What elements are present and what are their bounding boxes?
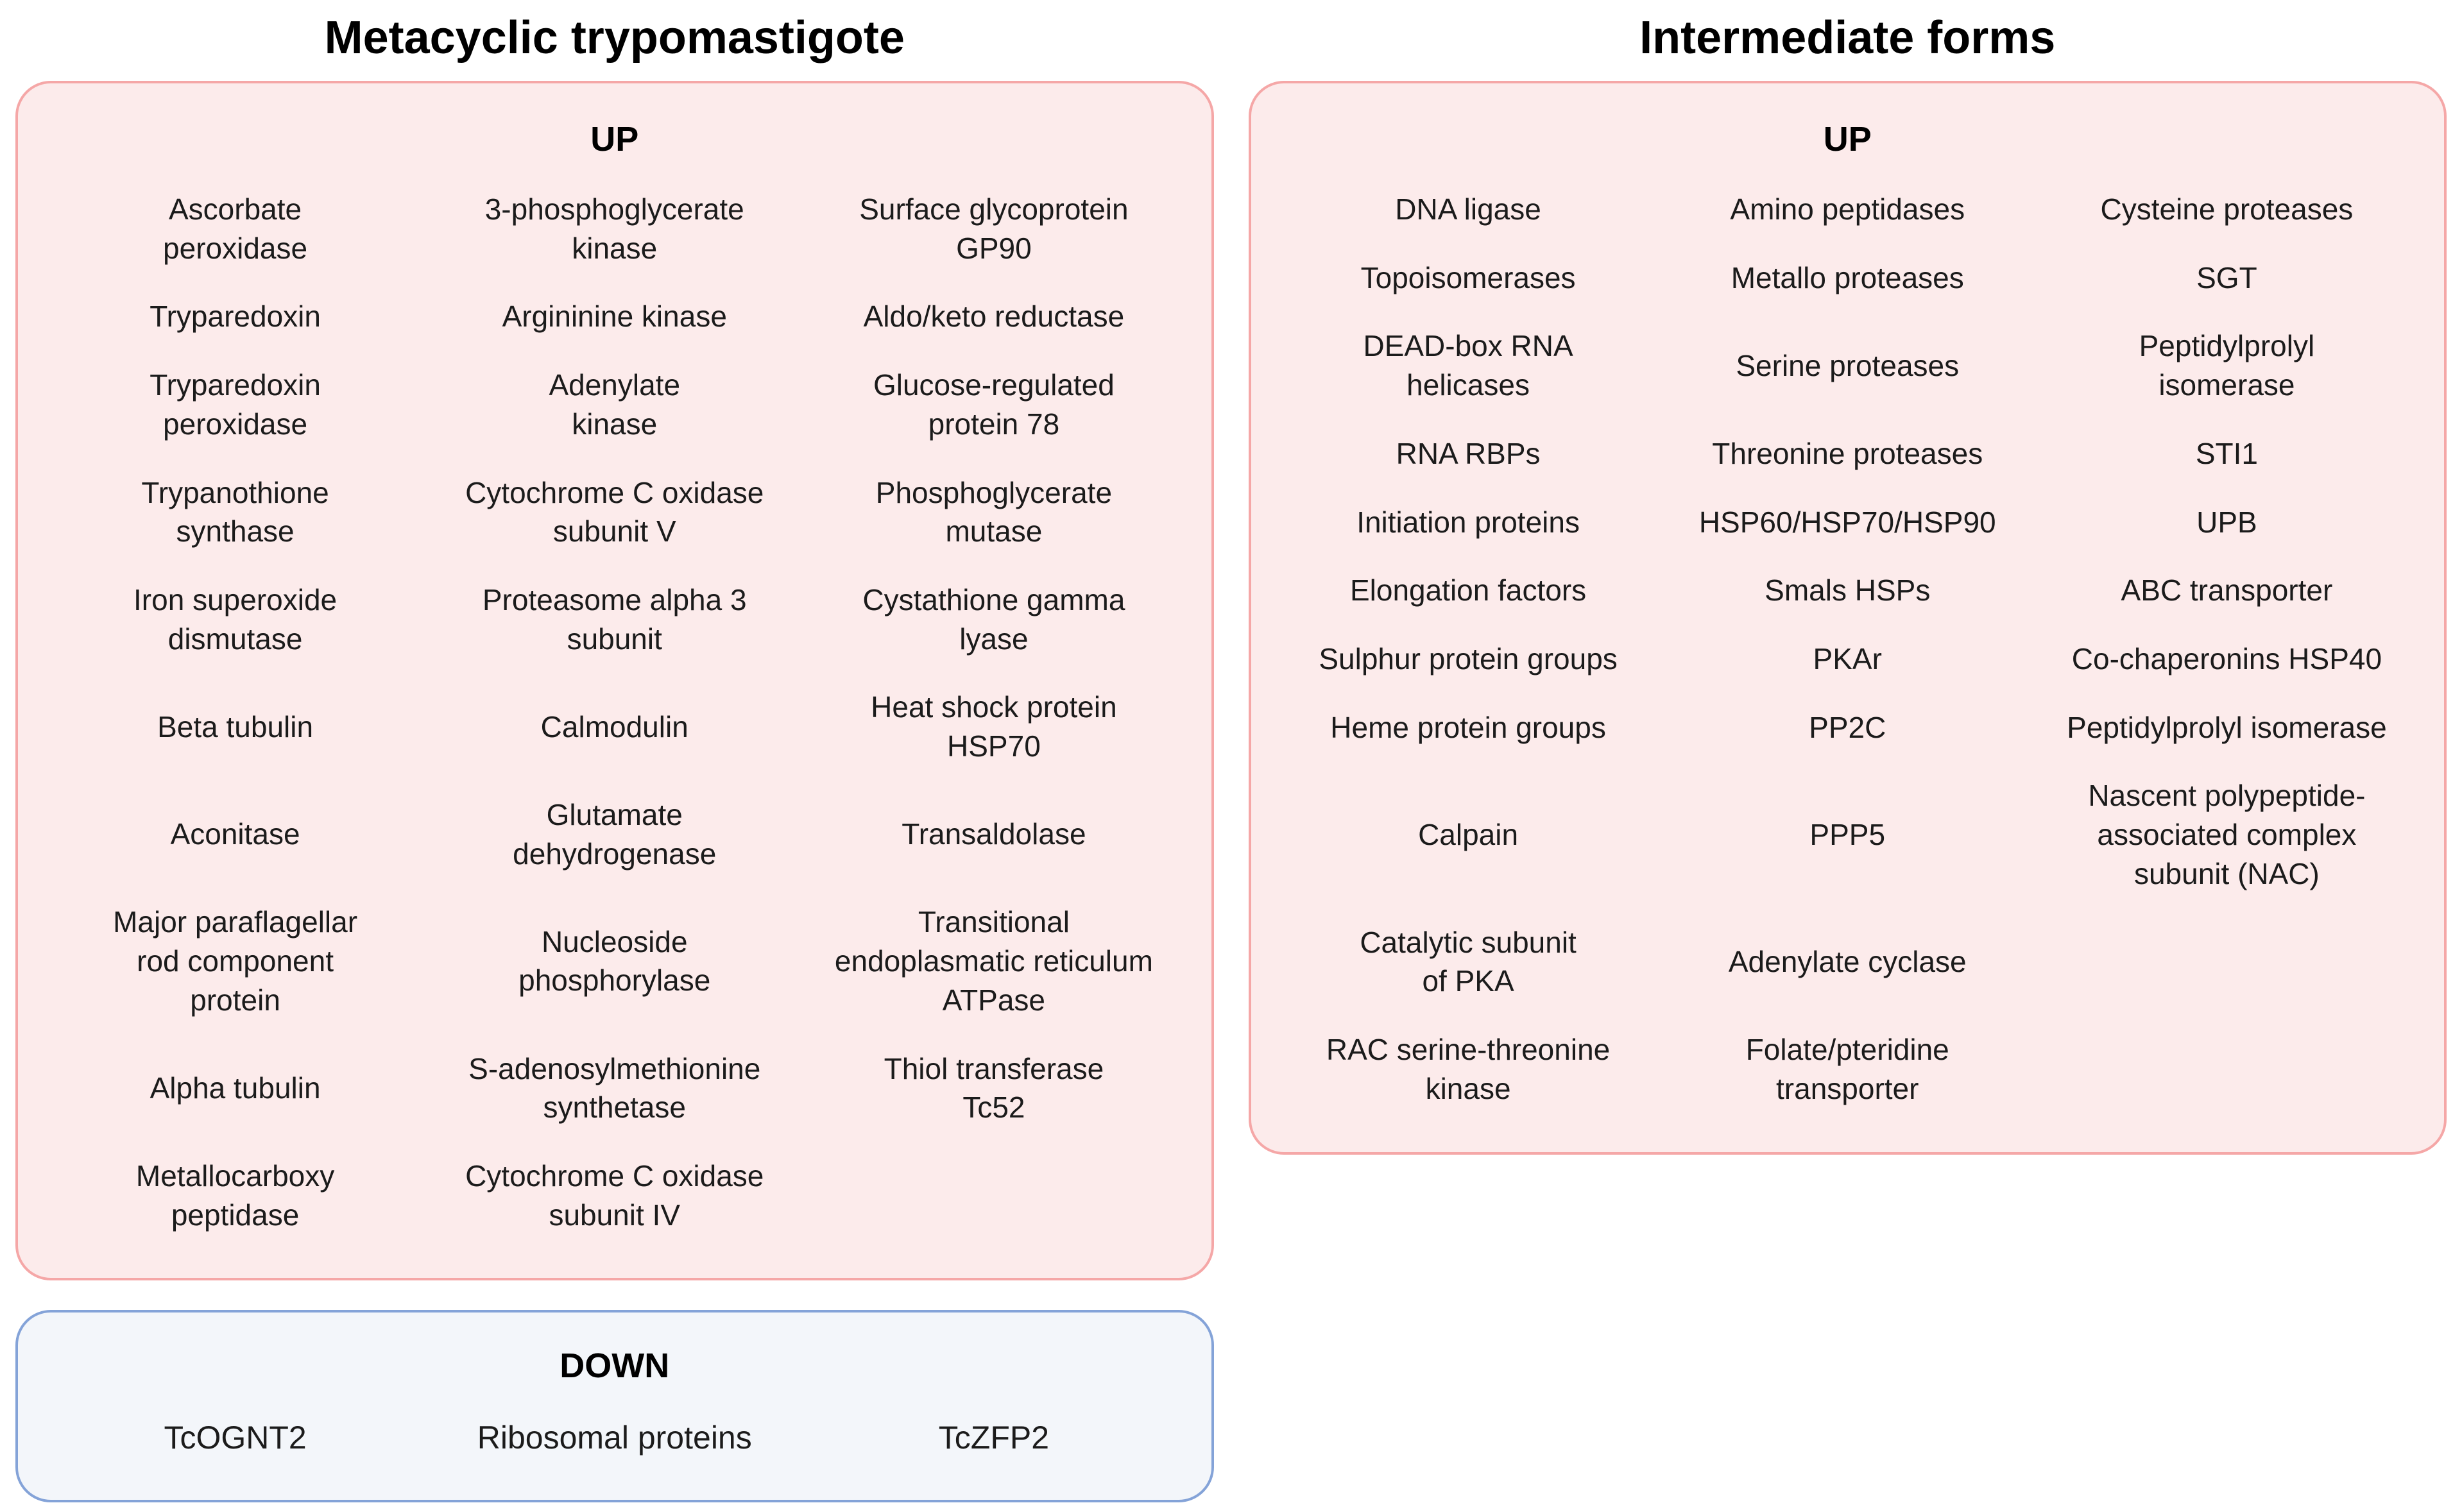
metacyclic-down-grid: TcOGNT2 Ribosomal proteins TcZFP2 [53, 1416, 1176, 1459]
protein-item: Ascorbate peroxidase [163, 192, 308, 265]
protein-item: RAC serine-threonine kinase [1326, 1033, 1611, 1105]
protein-item: Aconitase [170, 817, 300, 851]
protein-item: Calmodulin [540, 709, 688, 743]
protein-item: Glucose-regulated protein 78 [873, 368, 1115, 441]
intermediate-up-box: UP DNA ligase Amino peptidases Cysteine pr… [1248, 81, 2447, 1155]
protein-item: DEAD-box RNA helicases [1363, 329, 1573, 402]
metacyclic-down-header: DOWN [560, 1346, 670, 1386]
protein-item: Adenylate kinase [549, 368, 681, 441]
protein-item: Elongation factors [1349, 573, 1587, 607]
protein-item: Major paraflagellar rod component protei… [113, 905, 358, 1017]
protein-item: TcZFP2 [938, 1420, 1050, 1456]
panel-title-metacyclic: Metacyclic trypomastigote [324, 12, 905, 64]
protein-item: Beta tubulin [157, 709, 314, 743]
protein-item: Transitional endoplasmatic reticulum ATP… [834, 905, 1153, 1017]
protein-item: Cysteine proteases [2100, 192, 2354, 226]
protein-item: Nascent polypeptide- associated complex … [2088, 779, 2366, 890]
protein-item: Serine proteases [1736, 348, 1960, 382]
protein-item: S-adenosylmethionine synthetase [468, 1051, 761, 1125]
metacyclic-down-box: DOWN TcOGNT2 Ribosomal proteins TcZFP2 [15, 1310, 1214, 1503]
protein-item: RNA RBPs [1396, 436, 1541, 470]
protein-item: Iron superoxide dismutase [133, 583, 338, 656]
panel-intermediate-forms: Intermediate forms UP DNA ligase Amino pe… [1248, 8, 2447, 1504]
protein-item: Nucleoside phosphorylase [518, 924, 711, 998]
protein-item: PPP5 [1809, 818, 1886, 852]
protein-item: Peptidylprolyl isomerase [2067, 710, 2387, 744]
panel-metacyclic-trypomastigote: Metacyclic trypomastigote UP Ascorbate p… [15, 8, 1214, 1504]
protein-item: Adenylate cyclase [1728, 944, 1967, 978]
protein-item: Tryparedoxin [150, 300, 321, 334]
protein-item: Heat shock protein HSP70 [871, 690, 1117, 763]
protein-item: Metallo proteases [1731, 260, 1964, 294]
protein-item: Smals HSPs [1765, 573, 1931, 607]
protein-item: Catalytic subunit of PKA [1360, 925, 1577, 998]
metacyclic-up-box: UP Ascorbate peroxidase 3-phosphoglycerat… [15, 81, 1214, 1281]
protein-item: Topoisomerases [1360, 260, 1576, 294]
protein-item: SGT [2196, 260, 2257, 294]
protein-item: PP2C [1809, 710, 1886, 744]
protein-item: Cytochrome C oxidase subunit V [465, 475, 764, 548]
panel-title-intermediate: Intermediate forms [1639, 12, 2056, 64]
protein-item: Ribosomal proteins [477, 1420, 752, 1456]
protein-item: Alpha tubulin [150, 1071, 321, 1105]
protein-item: Metallocarboxy peptidase [135, 1159, 335, 1232]
protein-item: DNA ligase [1395, 192, 1541, 226]
protein-item: UPB [2196, 505, 2257, 539]
protein-item: Tryparedoxin peroxidase [150, 368, 321, 441]
protein-item: Thiol transferase Tc52 [884, 1051, 1104, 1125]
protein-item: Peptidylprolyl isomerase [2139, 329, 2315, 402]
metacyclic-up-header: UP [590, 120, 639, 158]
protein-item: Aldo/keto reductase [863, 300, 1125, 334]
protein-item: Amino peptidases [1730, 192, 1965, 226]
protein-item: Calpain [1418, 818, 1519, 852]
protein-item: Phosphoglycerate mutase [875, 475, 1113, 548]
protein-item: Glutamate dehydrogenase [513, 797, 717, 871]
protein-item: Heme protein groups [1330, 710, 1606, 744]
intermediate-up-grid: DNA ligase Amino peptidases Cysteine prote… [1287, 190, 2409, 1109]
protein-item: Trypanothione synthase [141, 475, 329, 548]
protein-item: Folate/pteridine transporter [1745, 1033, 1949, 1105]
protein-item: STI1 [2195, 436, 2258, 470]
protein-item: Initiation proteins [1356, 505, 1580, 539]
protein-item: 3-phosphoglycerate kinase [484, 192, 744, 265]
protein-item: Proteasome alpha 3 subunit [482, 583, 747, 656]
protein-item: Argininine kinase [502, 300, 727, 334]
protein-item: Transaldolase [902, 817, 1086, 851]
intermediate-up-header: UP [1823, 120, 1872, 158]
protein-item: Threonine proteases [1712, 436, 1983, 470]
protein-item: HSP60/HSP70/HSP90 [1698, 505, 1996, 539]
protein-item: PKAr [1813, 642, 1882, 676]
protein-item: ABC transporter [2121, 573, 2333, 607]
protein-item: Co-chaperonins HSP40 [2071, 642, 2382, 676]
protein-item: Surface glycoprotein GP90 [859, 192, 1129, 265]
protein-item: Cytochrome C oxidase subunit IV [465, 1159, 764, 1232]
metacyclic-up-grid: Ascorbate peroxidase 3-phosphoglycerate k… [53, 190, 1176, 1234]
protein-item: TcOGNT2 [164, 1420, 307, 1456]
protein-item: Cystathione gamma lyase [862, 583, 1125, 656]
protein-item: Sulphur protein groups [1319, 642, 1618, 676]
